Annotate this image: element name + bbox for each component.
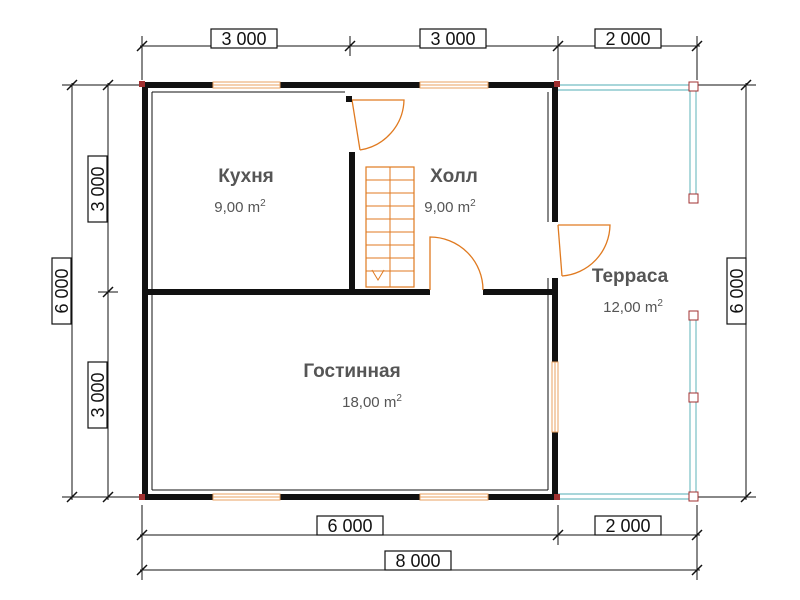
dim-left-2: 3 000 [88,372,108,417]
terrace-post [688,392,699,403]
dim-top-3: 2 000 [605,29,650,49]
room-terrace: Терраса 12,00 m2 [592,266,669,316]
dim-bottom-1: 6 000 [327,516,372,536]
dim-top-1: 3 000 [221,29,266,49]
right-dimensions: 6 000 [690,79,756,503]
door-swing [558,224,611,277]
room-hall: Холл 9,00 m2 [424,166,478,216]
room-area: 9,00 m2 [214,198,266,216]
bottom-dimensions: 6 000 2 000 8 000 [136,505,703,580]
terrace-post [688,193,699,204]
room-name: Гостинная [303,361,400,382]
dim-left-total: 6 000 [52,268,72,313]
room-living: Гостинная 18,00 m2 [303,361,402,411]
door-swing [352,99,405,151]
dim-top-2: 3 000 [430,29,475,49]
walls [142,82,558,500]
room-area: 9,00 m2 [424,198,476,216]
dim-left-1: 3 000 [88,166,108,211]
door-swing [429,236,484,291]
staircase [365,166,415,288]
wall-inner-lines [151,91,549,491]
room-name: Холл [430,166,478,187]
terrace-railing [558,81,699,502]
room-area: 18,00 m2 [342,393,402,411]
top-dimensions: 3 000 3 000 2 000 [136,28,703,80]
left-dimensions: 3 000 3 000 6 000 [51,79,150,503]
dim-bottom-2: 2 000 [605,516,650,536]
terrace-post [688,81,699,92]
doors [346,96,611,291]
corner-markers [139,81,560,500]
dim-right-total: 6 000 [727,268,747,313]
windows [212,81,559,501]
terrace-post [688,491,699,502]
room-area: 12,00 m2 [603,298,663,316]
room-name: Терраса [592,266,669,287]
room-name: Кухня [218,166,274,187]
room-kitchen: Кухня 9,00 m2 [214,166,273,216]
dim-bottom-total: 8 000 [395,551,440,571]
terrace-post [688,310,699,321]
